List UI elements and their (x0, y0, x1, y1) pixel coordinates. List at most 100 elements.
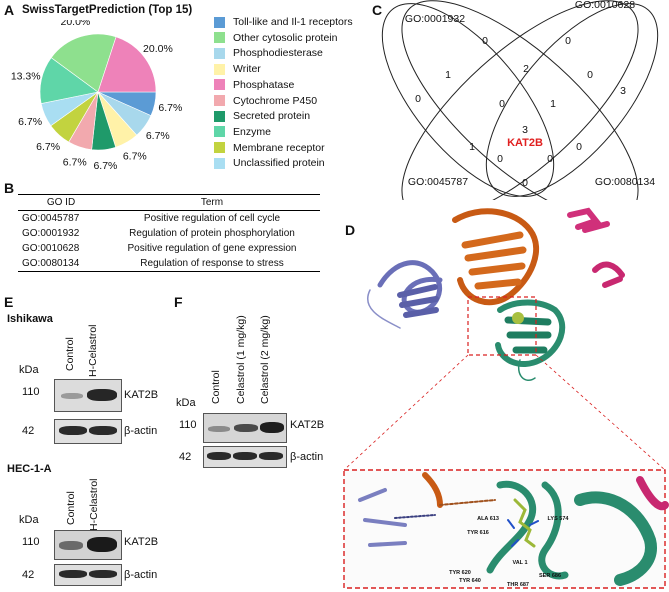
lane-label: Celastrol (1 mg/kg) (235, 315, 247, 404)
pie-data-label: 6.7% (93, 160, 117, 170)
venn-highlight-label: KAT2B (507, 137, 543, 149)
table-row: GO:0080134 Regulation of response to stre… (18, 256, 320, 272)
table-row: GO:0001932 Regulation of protein phosphor… (18, 226, 320, 241)
venn-count: 2 (523, 63, 529, 75)
venn-count: 1 (550, 98, 556, 110)
legend-label: Secreted protein (233, 110, 311, 123)
kat2b-blot (54, 530, 122, 560)
legend-swatch (214, 32, 225, 44)
legend-label: Phosphodiesterase (233, 47, 323, 60)
term-cell: Regulation of response to stress (140, 258, 284, 269)
pie-data-label: 6.7% (63, 157, 87, 169)
mw-marker: 110 (179, 419, 197, 431)
venn-count: 0 (499, 98, 505, 110)
binding-site-detail (358, 472, 669, 586)
pie-data-label: 6.7% (18, 116, 42, 128)
lane-label: Control (65, 491, 77, 525)
lane-label: H-Celastrol (87, 324, 99, 377)
legend-label: Phosphatase (233, 78, 295, 91)
legend-swatch (214, 110, 225, 122)
lane-label: Celastrol (2 mg/kg) (259, 315, 271, 404)
protein-label: KAT2B (290, 419, 325, 431)
panel-c-letter: C (372, 2, 383, 18)
cell-line-ishikawa: Ishikawa (7, 313, 53, 325)
legend-label: Unclassified protein (233, 157, 325, 170)
venn-set-label: GO:0001932 (405, 13, 465, 25)
legend-item: Cytochrome P450 (214, 93, 317, 109)
kda-label: kDa (19, 364, 39, 376)
legend-label: Writer (233, 63, 261, 76)
legend-item: Membrane receptor (214, 140, 325, 156)
protein-label: β-actin (290, 451, 324, 463)
venn-set-ellipse (485, 3, 659, 197)
venn-count: 0 (482, 35, 488, 47)
venn-set-ellipse (381, 3, 555, 197)
lane-label: H-Celastrol (88, 478, 100, 531)
legend-label: Membrane receptor (233, 141, 325, 154)
protein-structure-image: ALA 613 TYR 616 LYS 574 VAL 1 SER 686 TY… (343, 207, 669, 589)
mw-marker: 42 (22, 569, 35, 581)
lane-label: Control (64, 337, 76, 371)
pie-data-label: 6.7% (36, 141, 60, 153)
legend-swatch (214, 142, 225, 154)
go-id-cell: GO:0080134 (22, 258, 80, 269)
residue-label: TYR 640 (459, 578, 481, 584)
panel-a-letter: A (4, 2, 15, 18)
venn-count: 0 (576, 141, 582, 153)
legend-label: Other cytosolic protein (233, 31, 338, 44)
mw-marker: 42 (179, 451, 192, 463)
panel-e-letter: E (4, 294, 14, 310)
go-id-cell: GO:0010628 (22, 243, 80, 254)
panel-b-letter: B (4, 180, 15, 196)
legend-swatch (214, 95, 225, 106)
residue-label: LYS 574 (548, 516, 570, 522)
pie-data-label: 6.7% (123, 151, 147, 163)
mw-marker: 42 (22, 425, 35, 437)
mw-marker: 110 (22, 386, 40, 398)
pie-data-label: 20.0% (143, 43, 173, 55)
kat2b-blot (54, 379, 122, 412)
legend-swatch (214, 157, 225, 169)
residue-label: TYR 616 (467, 530, 489, 536)
residue-label: VAL 1 (512, 560, 527, 566)
pie-slice (50, 33, 117, 93)
legend-item: Phosphodiesterase (214, 45, 323, 61)
panel-d-letter: D (345, 222, 356, 238)
protein-label: β-actin (124, 569, 158, 581)
legend-item: Phosphatase (214, 77, 294, 93)
legend-label: Cytochrome P450 (233, 94, 318, 107)
venn-set-label: GO:0080134 (595, 176, 655, 188)
venn-count: 1 (445, 69, 451, 81)
venn-set-label: GO:0045787 (408, 176, 468, 188)
legend-label: Toll-like and Il-1 receptors (233, 16, 353, 28)
mw-marker: 110 (22, 536, 40, 548)
overview-structure (367, 207, 625, 381)
venn-count: 0 (522, 177, 528, 189)
protein-label: KAT2B (124, 536, 159, 548)
venn-set-label: GO:0010628 (575, 0, 635, 11)
legend-item: Unclassified protein (214, 155, 325, 171)
venn-count: 0 (497, 153, 503, 165)
residue-label: SER 686 (539, 573, 561, 579)
venn-diagram: GO:0001932 GO:0010628 GO:0045787 GO:0080… (381, 0, 659, 200)
pie-data-label: 13.3% (11, 71, 41, 83)
venn-count: 0 (415, 93, 421, 105)
term-cell: Regulation of protein phosphorylation (129, 228, 295, 239)
legend-item: Other cytosolic protein (214, 30, 337, 46)
term-header: Term (104, 194, 320, 211)
venn-count: 3 (522, 124, 528, 136)
kda-label: kDa (19, 514, 39, 526)
cell-line-hec1a: HEC-1-A (7, 463, 52, 475)
actin-blot (54, 564, 122, 586)
venn-count: 1 (469, 141, 475, 153)
pie-data-label: 6.7% (158, 102, 182, 114)
pie-slice (97, 36, 157, 93)
go-id-cell: GO:0001932 (22, 228, 80, 239)
pie-data-label: 6.7% (146, 130, 170, 142)
venn-count: 0 (547, 153, 553, 165)
